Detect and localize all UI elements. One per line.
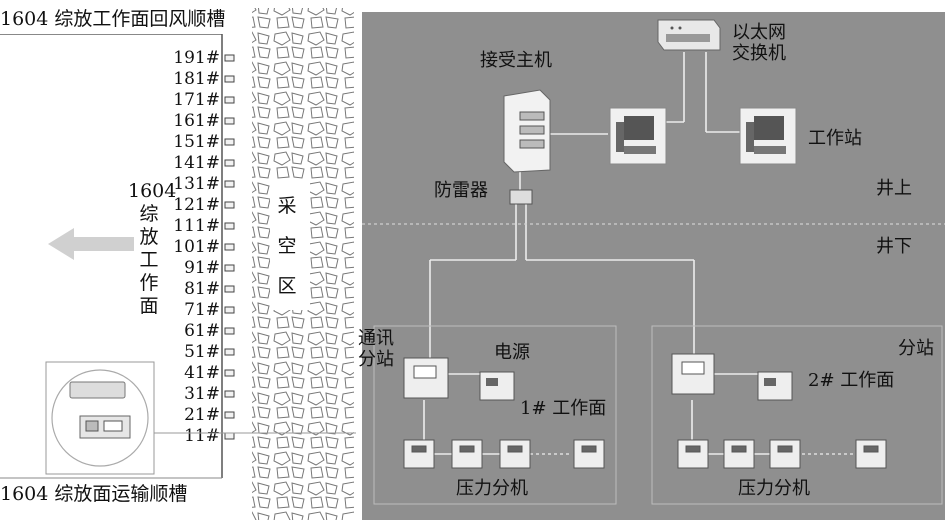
face-number-label: 1604 — [128, 180, 177, 202]
switch-label-line1: 以太网 — [732, 22, 786, 43]
comm-station-label-line1: 通讯 — [358, 328, 394, 349]
support-label: 31# — [184, 384, 220, 404]
face-char: 作 — [139, 272, 159, 294]
power-label: 电源 — [494, 342, 530, 363]
pressure-sensor-icon — [224, 327, 235, 335]
comm-station-label-line2: 分站 — [358, 349, 394, 370]
pressure-sensor-icon — [224, 285, 235, 293]
return-airway-label: 1604 综放工作面回风顺槽 — [0, 8, 226, 30]
ethernet-switch-icon — [657, 19, 721, 51]
pressure-unit-icons-2 — [677, 439, 887, 469]
pressure-sensor-icon — [224, 432, 235, 440]
goaf-char: 空 — [277, 235, 297, 257]
substation-icon — [671, 353, 715, 395]
underground-label: 井下 — [876, 236, 912, 257]
substation-label: 分站 — [898, 338, 934, 359]
support-label: 121# — [173, 195, 220, 215]
transport-airway-label: 1604 综放面运输顺槽 — [0, 483, 188, 505]
goaf-vertical-label: 采 空 区 — [276, 186, 298, 306]
face-vertical-label: 综 放 工 作 面 — [138, 203, 160, 318]
goaf-char: 采 — [277, 195, 297, 217]
face2-label: 2# 工作面 — [808, 370, 895, 391]
power-supply-icon — [757, 371, 793, 401]
support-label: 191# — [173, 48, 220, 68]
pressure-sensor-icon — [224, 222, 235, 230]
support-label: 161# — [173, 111, 220, 131]
host-label: 接受主机 — [480, 50, 552, 71]
support-label: 21# — [184, 405, 220, 425]
power-supply-icon — [479, 371, 515, 401]
support-label: 181# — [173, 69, 220, 89]
pressure-sensor-icon — [224, 54, 235, 62]
support-label: 41# — [184, 363, 220, 383]
face-char: 面 — [139, 295, 159, 317]
support-label: 51# — [184, 342, 220, 362]
goaf-char: 区 — [277, 275, 297, 297]
pressure-sensor-icon — [224, 201, 235, 209]
left-panel: 1604 综放工作面回风顺槽 1604 综 放 工 作 面 191# 181# … — [0, 0, 360, 532]
pressure-sensor-icon — [224, 369, 235, 377]
support-label: 101# — [173, 237, 220, 257]
face1-label: 1# 工作面 — [520, 398, 607, 419]
face-advance-arrow-icon — [48, 228, 134, 260]
support-label: 11# — [184, 426, 220, 446]
pressure-sensor-icon — [224, 75, 235, 83]
pressure-sensor-icon — [224, 159, 235, 167]
support-label: 131# — [173, 174, 220, 194]
surge-arrester-icon — [509, 189, 533, 205]
face-char: 综 — [139, 203, 159, 225]
pressure-sensor-icon — [224, 390, 235, 398]
switch-label-line2: 交换机 — [732, 43, 786, 64]
pc-icon — [609, 107, 667, 165]
face-char: 工 — [139, 249, 159, 271]
working-face-diagram — [0, 8, 356, 520]
pressure-sensor-icon — [224, 243, 235, 251]
support-label: 151# — [173, 132, 220, 152]
support-label: 61# — [184, 321, 220, 341]
pressure-sensor-icon — [224, 138, 235, 146]
support-label: 91# — [184, 258, 220, 278]
support-label: 81# — [184, 279, 220, 299]
pressure-unit-label-2: 压力分机 — [738, 478, 810, 499]
face-char: 放 — [139, 226, 159, 248]
pressure-unit-label-1: 压力分机 — [456, 478, 528, 499]
network-wiring — [362, 19, 945, 505]
pressure-sensor-icon — [224, 180, 235, 188]
top-divider — [0, 34, 222, 35]
support-label: 71# — [184, 300, 220, 320]
pc-icon — [739, 107, 797, 165]
pressure-sensor-icon — [224, 411, 235, 419]
arrester-label: 防雷器 — [434, 180, 488, 201]
pressure-sensor-icon — [224, 117, 235, 125]
support-label: 111# — [173, 216, 220, 236]
pressure-unit-icons-1 — [403, 439, 605, 469]
pressure-sensor-icon — [224, 306, 235, 314]
pressure-sensor-icon — [224, 348, 235, 356]
pressure-sensor-icon — [224, 96, 235, 104]
above-ground-label: 井上 — [876, 178, 912, 199]
network-panel: 接受主机 以太网 交换机 工作站 防雷器 井上 井下 通讯 分站 电源 1# 工… — [358, 12, 945, 520]
support-label: 171# — [173, 90, 220, 110]
workstation-label: 工作站 — [808, 128, 862, 149]
pressure-sensor-icon — [224, 264, 235, 272]
support-label: 141# — [173, 153, 220, 173]
comm-station-icon — [403, 357, 449, 399]
server-tower-icon — [503, 89, 551, 173]
